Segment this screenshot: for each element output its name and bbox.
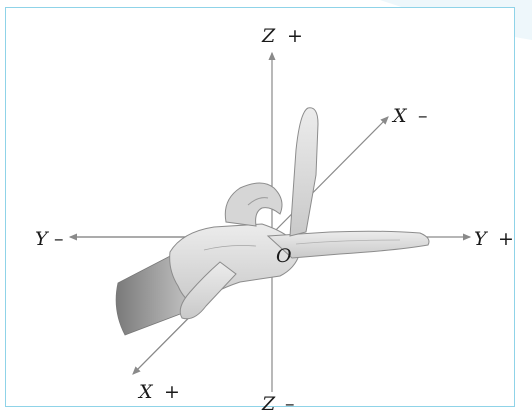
svg-text:–: – <box>418 105 428 127</box>
svg-text:X: X <box>391 105 408 127</box>
label-x-plus: X + <box>137 381 180 403</box>
svg-text:–: – <box>285 393 295 415</box>
label-z-minus: Z – <box>261 393 295 415</box>
label-y-minus: Y – <box>35 228 64 250</box>
svg-text:–: – <box>54 228 64 250</box>
label-x-minus: X – <box>391 105 428 127</box>
label-origin: O <box>276 245 292 267</box>
svg-text:+: + <box>498 228 514 250</box>
label-z-plus: Z + <box>261 25 303 47</box>
svg-text:Z: Z <box>261 25 276 47</box>
svg-text:+: + <box>287 25 303 47</box>
svg-text:X: X <box>137 381 154 403</box>
svg-text:Y: Y <box>474 228 489 250</box>
svg-text:Y: Y <box>35 228 50 250</box>
label-y-plus: Y + <box>474 228 514 250</box>
svg-text:Z: Z <box>261 393 276 415</box>
svg-text:+: + <box>164 381 180 403</box>
